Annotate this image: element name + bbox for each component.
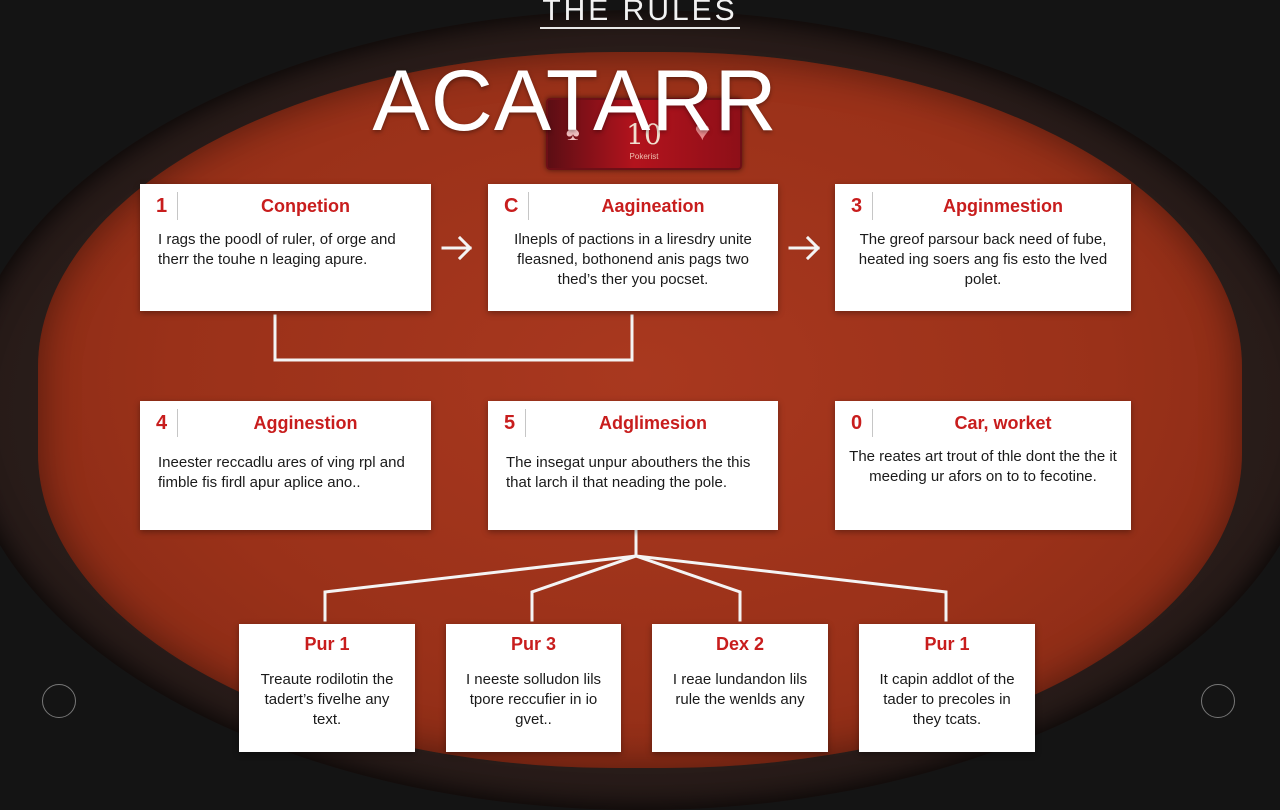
rail-button-left [42,684,76,718]
step-number: 0 [851,409,874,437]
step-heading: Car, worket [954,413,1052,433]
step-text: Ineester reccadlu ares of ving rpl and f… [158,454,405,491]
step-heading: Adglimesion [598,413,707,433]
step-text: I rags the poodl of ruler, of orge and t… [158,231,396,268]
leaf-card-3: Dex 2 I reae lundandon lils rule the wen… [652,624,828,752]
step-heading: Agginestion [253,413,358,433]
step-number: 5 [504,409,527,437]
leaf-heading: Pur 3 [510,634,557,654]
step-number: C [504,192,530,220]
row1-bracket-line [273,314,634,362]
tree-branch-4 [634,554,948,622]
leaf-heading: Pur 1 [304,634,350,654]
leaf-card-1: Pur 1 Treaute rodilotin the tadert’s fiv… [239,624,415,752]
tree-branch-3 [634,554,742,622]
arrow-1-2-head [457,235,473,261]
step-card-6: 0 Car, worket The reates art trout of th… [835,401,1131,530]
step-text: Ilnepls of pactions in a liresdry unite … [514,231,752,288]
step-card-5: 5 Adglimesion The insegat unpur abouther… [488,401,778,530]
tree-branch-1 [323,554,638,622]
leaf-card-4: Pur 1 It capin addlot of the tader to pr… [859,624,1035,752]
leaf-heading: Pur 1 [924,634,970,654]
leaf-text: I neeste solludon lils tpore reccufier i… [465,671,602,728]
rail-button-right [1201,684,1235,718]
leaf-card-2: Pur 3 I neeste solludon lils tpore reccu… [446,624,621,752]
spade-icon: ♠ [566,116,580,146]
heart-icon: ♥ [694,116,710,146]
step-card-3: 3 Apginmestion The greof parsour back ne… [835,184,1131,311]
logo-badge: ♠ 10 Pokerist ♥ [546,98,742,170]
tree-branch-2 [530,554,638,622]
step-heading: Aagineation [601,196,705,216]
leaf-text: I reae lundandon lils rule the wenlds an… [672,671,808,708]
page-title: ACATARR [372,53,778,149]
step-card-1: 1 Conpetion I rags the poodl of ruler, o… [140,184,431,311]
connector-lines [273,235,948,622]
badge-number: 10 [626,118,662,151]
step-heading: Conpetion [261,196,350,216]
top-label: THE RULES [0,0,1280,29]
step-text: The greof parsour back need of fube, hea… [858,231,1108,288]
leaf-text: It capin addlot of the tader to precoles… [879,671,1015,728]
step-text: The reates art trout of thle dont the th… [849,448,1117,485]
badge-subtext: Pokerist [629,152,659,161]
leaf-heading: Dex 2 [715,634,765,654]
step-card-4: 4 Agginestion Ineester reccadlu ares of … [140,401,431,530]
leaf-text: Treaute rodilotin the tadert’s fivelhe a… [260,671,394,728]
step-number: 4 [156,409,179,437]
step-card-2: C Aagineation Ilnepls of pactions in a l… [488,184,778,311]
step-heading: Apginmestion [943,196,1063,216]
step-number: 3 [851,192,874,220]
step-text: The insegat unpur abouthers the this tha… [506,454,751,491]
arrow-2-3-head [805,235,821,261]
step-number: 1 [156,192,179,220]
